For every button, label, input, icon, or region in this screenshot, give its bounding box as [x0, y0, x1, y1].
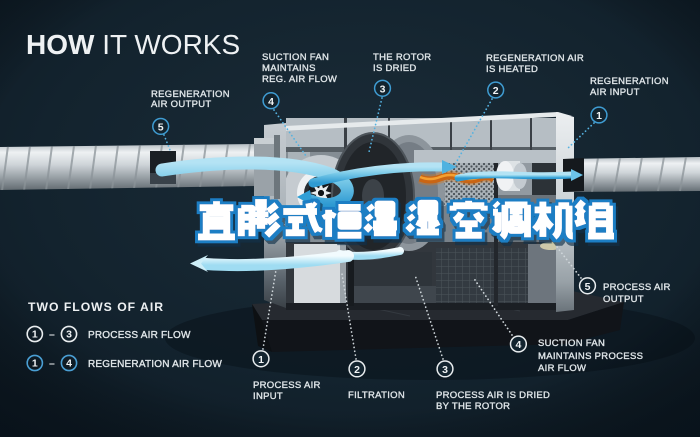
- svg-text:PROCESS AIR: PROCESS AIR: [603, 282, 671, 293]
- svg-text:BY THE ROTOR: BY THE ROTOR: [436, 401, 510, 412]
- svg-text:HOW IT WORKS: HOW IT WORKS: [26, 29, 240, 60]
- svg-text:4: 4: [515, 339, 521, 351]
- svg-text:REG. AIR FLOW: REG. AIR FLOW: [262, 74, 337, 85]
- svg-text:1: 1: [596, 110, 602, 122]
- svg-text:IS HEATED: IS HEATED: [486, 64, 538, 75]
- svg-text:AIR FLOW: AIR FLOW: [538, 363, 586, 374]
- svg-text:REGENERATION: REGENERATION: [151, 89, 230, 100]
- svg-text:PROCESS AIR FLOW: PROCESS AIR FLOW: [88, 330, 191, 341]
- svg-text:AIR OUTPUT: AIR OUTPUT: [151, 99, 212, 110]
- svg-text:3: 3: [66, 329, 72, 341]
- svg-text:REGENERATION AIR FLOW: REGENERATION AIR FLOW: [88, 359, 222, 370]
- svg-text:THE ROTOR: THE ROTOR: [373, 52, 431, 63]
- svg-text:1: 1: [258, 354, 264, 366]
- svg-text:AIR INPUT: AIR INPUT: [590, 87, 640, 98]
- svg-text:MAINTAINS PROCESS: MAINTAINS PROCESS: [538, 351, 643, 362]
- svg-text:REGENERATION AIR: REGENERATION AIR: [486, 53, 584, 64]
- svg-text:5: 5: [158, 122, 164, 134]
- svg-text:SUCTION FAN: SUCTION FAN: [538, 338, 605, 349]
- svg-text:SUCTION FAN: SUCTION FAN: [262, 52, 329, 63]
- svg-text:PROCESS AIR IS DRIED: PROCESS AIR IS DRIED: [436, 390, 550, 401]
- svg-text:3: 3: [380, 84, 386, 96]
- svg-text:REGENERATION: REGENERATION: [590, 76, 669, 87]
- svg-text:2: 2: [354, 364, 360, 376]
- svg-text:3: 3: [442, 364, 448, 376]
- svg-text:5: 5: [585, 281, 591, 293]
- svg-text:1: 1: [32, 358, 38, 370]
- svg-text:PROCESS AIR: PROCESS AIR: [253, 380, 321, 391]
- svg-text:MAINTAINS: MAINTAINS: [262, 63, 316, 74]
- svg-text:OUTPUT: OUTPUT: [603, 294, 644, 305]
- svg-text:–: –: [49, 329, 55, 341]
- svg-text:IS DRIED: IS DRIED: [373, 63, 417, 74]
- svg-text:INPUT: INPUT: [253, 391, 283, 402]
- svg-text:FILTRATION: FILTRATION: [348, 390, 405, 401]
- svg-text:–: –: [49, 358, 55, 370]
- svg-text:TWO FLOWS OF AIR: TWO FLOWS OF AIR: [28, 300, 164, 314]
- svg-text:2: 2: [493, 85, 499, 97]
- svg-text:4: 4: [268, 96, 274, 108]
- svg-text:4: 4: [66, 358, 72, 370]
- svg-text:1: 1: [32, 329, 38, 341]
